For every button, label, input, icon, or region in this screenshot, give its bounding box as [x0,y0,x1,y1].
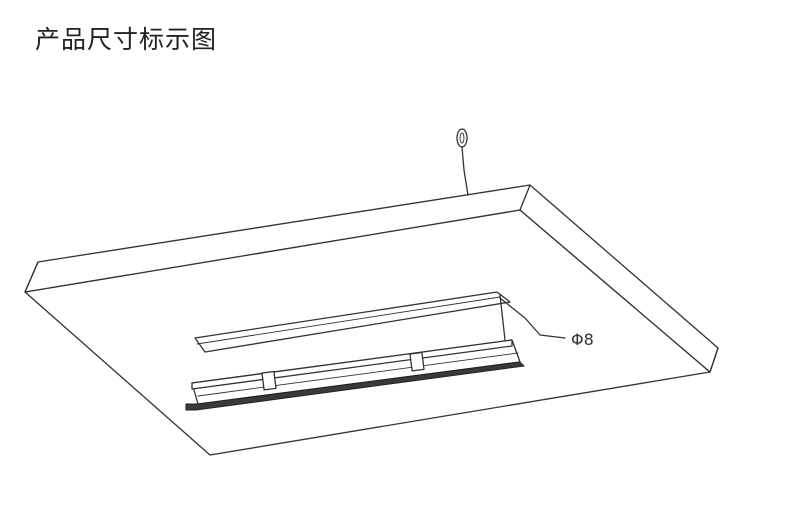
linear-light-fixture [185,294,526,411]
suspension-wire [456,128,469,196]
diameter-label: Φ8 [571,330,594,349]
dimension-leader [499,297,566,339]
page-title: 产品尺寸标示图 [35,25,218,54]
light-slot [194,291,511,353]
